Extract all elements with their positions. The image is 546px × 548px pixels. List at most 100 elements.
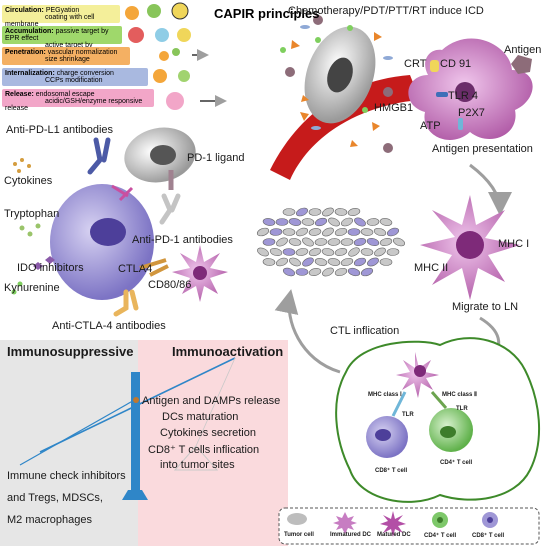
immunoactivation-item: CD8⁺ T cells inflication xyxy=(148,444,260,456)
anti-pdl1-label: Anti-PD-L1 antibodies xyxy=(6,124,114,136)
balance-arm-left xyxy=(19,397,139,466)
anti-pdl1-antibody xyxy=(87,137,111,175)
ctl-label: CTL inflication xyxy=(330,325,400,337)
cluster-t-cell xyxy=(366,237,380,247)
cluster-tumor-cell xyxy=(295,227,309,237)
legend-label: Matured DC xyxy=(377,532,411,538)
cluster-t-cell xyxy=(353,238,367,246)
arrow-ctl-inflication xyxy=(274,289,341,374)
cluster-tumor-cell xyxy=(256,227,270,237)
tlr4-receptor xyxy=(436,92,448,97)
p2x7-label: P2X7 xyxy=(458,107,485,119)
ln-cd8-nucleus xyxy=(375,429,391,441)
cluster-t-cell xyxy=(360,267,374,277)
hmgb1-label: HMGB1 xyxy=(374,102,414,114)
cluster-tumor-cell xyxy=(373,227,387,237)
anti-pd1-label: Anti-PD-1 antibodies xyxy=(132,234,233,246)
cluster-t-cell xyxy=(282,267,296,277)
cluster-t-cell xyxy=(302,257,314,267)
cluster-tumor-cell xyxy=(379,258,393,266)
cd91-label: CD 91 xyxy=(440,58,472,70)
cluster-tumor-cell xyxy=(321,248,335,256)
tlr-b-label: TLR xyxy=(456,406,468,412)
capir-icons xyxy=(124,2,227,110)
cluster-tumor-cell xyxy=(301,218,315,226)
immunosuppressive-title: Immunosuppressive xyxy=(7,344,134,359)
cluster-t-cell xyxy=(295,268,309,276)
ctla4-label: CTLA4 xyxy=(118,263,153,275)
legend-icons xyxy=(287,511,498,537)
cluster-tumor-cell xyxy=(327,238,341,246)
cluster-tumor-cell xyxy=(314,238,328,246)
capir-row: Accumulation: passive target by EPR effe… xyxy=(2,26,122,56)
ido-label: IDO inhibitors xyxy=(17,262,84,274)
tryptophan-label: Tryptophan xyxy=(4,208,60,220)
cluster-tumor-cell xyxy=(374,247,386,257)
antigen-pentagon xyxy=(511,55,532,74)
ctla4-receptor xyxy=(139,258,169,277)
cytokines-label: Cytokines xyxy=(4,175,53,187)
mhc2-link xyxy=(430,391,448,409)
immunosuppressive-item: Immune check inhibitors xyxy=(7,470,126,482)
cluster-tumor-cell xyxy=(360,228,374,236)
cluster-tumor-cell xyxy=(257,247,269,257)
ln-cd4-nucleus xyxy=(440,426,456,438)
cluster-t-cell xyxy=(262,218,276,226)
blood-vessel xyxy=(270,75,420,180)
capir-row-line1: passive target by EPR effect xyxy=(5,28,109,42)
cluster-tumor-cell xyxy=(322,267,334,277)
legend-label: CD4⁺ T cell xyxy=(424,533,457,539)
antigen-presentation-label: Antigen presentation xyxy=(432,143,533,155)
ido-diamonds xyxy=(33,256,55,270)
capir-row-line2: CCPs modification xyxy=(45,77,103,84)
cluster-tumor-cell xyxy=(295,248,309,256)
migrate-label: Migrate to LN xyxy=(452,301,519,313)
cluster-tumor-cell xyxy=(322,207,334,217)
immunoactivation-item: DCs maturation xyxy=(162,411,239,423)
tryptophan-dots xyxy=(19,223,41,237)
balance-post xyxy=(131,372,140,490)
cluster-tumor-cell xyxy=(322,227,334,237)
pd1-ligand-label: PD-1 ligand xyxy=(187,152,245,164)
effector-t-cell-nucleus xyxy=(90,218,126,246)
mhc-class1-label: MHC class Ⅰ xyxy=(368,392,402,398)
capir-row-line1: endosomal escape xyxy=(35,91,95,98)
p2x7-receptor xyxy=(458,118,463,130)
icd-tumor-nucleus xyxy=(327,57,353,93)
cluster-tumor-cell xyxy=(348,247,360,257)
cluster-tumor-cell xyxy=(276,237,288,247)
immunoactivation-item: into tumor sites xyxy=(160,459,235,471)
cluster-t-cell xyxy=(282,248,296,256)
anti-ctla4-label: Anti-CTLA-4 antibodies xyxy=(52,320,166,332)
tlr4-label: TLR 4 xyxy=(448,90,478,102)
cluster-tumor-cell xyxy=(347,208,361,216)
atp-label: ATP xyxy=(420,120,441,132)
icd-green-dots xyxy=(280,25,368,113)
ctla4-antibody xyxy=(113,289,139,317)
cluster-t-cell xyxy=(275,218,289,226)
cluster-tumor-cell xyxy=(275,257,289,267)
immunosuppressive-panel xyxy=(0,340,138,546)
cluster-tumor-cell xyxy=(379,218,393,226)
capir-row-line1: PEGyation xyxy=(45,7,80,14)
cluster-tumor-cell xyxy=(314,258,328,266)
apc-dc-small xyxy=(172,245,228,302)
cluster-tumor-cell xyxy=(386,248,400,256)
legend-label: Tumor cell xyxy=(284,532,314,538)
mhc1-link xyxy=(391,391,407,417)
cluster-t-cell xyxy=(288,218,302,226)
capir-row-line2: acidic/GSH/enzyme responsive release xyxy=(5,98,143,112)
cluster-tumor-cell xyxy=(302,237,314,247)
cluster-t-cell xyxy=(353,257,367,267)
kynurenine-marks xyxy=(11,281,23,295)
capir-title: CAPIR principles xyxy=(214,6,320,21)
immunoactivation-item: Cytokines secretion xyxy=(160,427,256,439)
mhc-class2-label: MHC class Ⅱ xyxy=(442,392,477,398)
capir-row-line2: coating with cell membrane xyxy=(5,14,95,28)
cluster-t-cell xyxy=(347,267,361,277)
capir-row-line1: vascular normalization xyxy=(47,49,118,56)
cluster-t-cell xyxy=(354,217,366,227)
